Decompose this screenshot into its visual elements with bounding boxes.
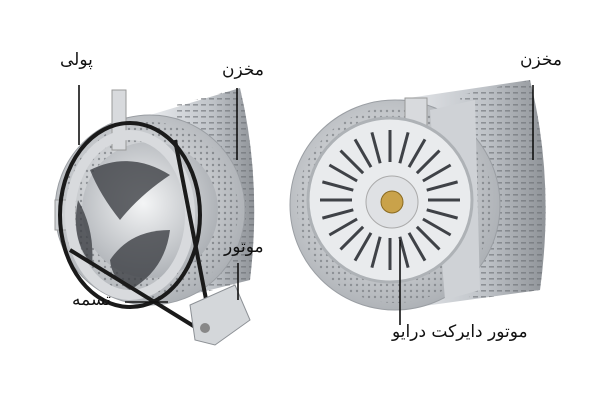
stator-slot: [422, 163, 452, 183]
stator-slot: [353, 232, 373, 262]
stator-slot: [328, 217, 358, 237]
stator-slot: [321, 180, 354, 192]
stator-slot: [415, 225, 441, 251]
stator-slot: [407, 138, 427, 168]
label-tank-right: مخزن: [520, 50, 562, 70]
stator-slot: [328, 163, 358, 183]
stator-slot: [422, 217, 452, 237]
stator-slot: [339, 225, 365, 251]
stator-slot: [398, 131, 410, 164]
stator-slot: [426, 208, 459, 220]
stator-slot: [321, 208, 354, 220]
leader-lines: [78, 85, 534, 325]
stator-slot: [398, 236, 410, 269]
stator-slot: [426, 180, 459, 192]
label-motor: موتور: [224, 237, 264, 257]
motor: [189, 284, 251, 346]
label-pulley: پولی: [60, 50, 93, 70]
label-tank-left: مخزن: [222, 60, 264, 80]
stator-slot: [407, 232, 427, 262]
stator-slot: [370, 131, 382, 164]
label-belt: تسمه: [72, 290, 111, 310]
stator-slot: [353, 138, 373, 168]
stator-slot: [339, 149, 365, 175]
motor-hub: [380, 190, 404, 214]
stator-slot: [370, 236, 382, 269]
stator-slot: [415, 149, 441, 175]
label-direct-drive-motor: موتور دایرکت درایو: [392, 322, 528, 342]
direct-drive-motor: [306, 116, 474, 284]
